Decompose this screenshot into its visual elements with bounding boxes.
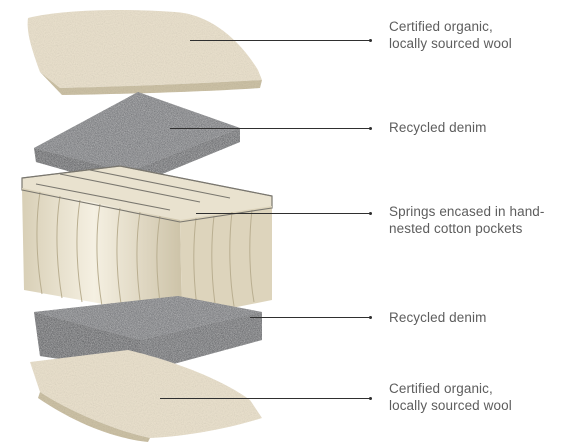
label-wool-bottom: Certified organic, locally sourced wool xyxy=(389,380,512,414)
leader-line-denim-top xyxy=(170,128,370,129)
leader-line-springs xyxy=(196,213,370,214)
leader-end-wool-bottom xyxy=(369,397,372,400)
spring-unit xyxy=(22,166,272,318)
leader-line-wool-bottom xyxy=(160,398,370,399)
leader-end-denim-top xyxy=(369,127,372,130)
label-denim-bottom: Recycled denim xyxy=(389,309,486,326)
leader-line-wool-top xyxy=(190,40,370,41)
leader-end-denim-bottom xyxy=(369,316,372,319)
leader-end-wool-top xyxy=(369,39,372,42)
label-springs: Springs encased in hand- nested cotton p… xyxy=(389,203,545,237)
wool-layer-bottom xyxy=(30,350,262,442)
leader-line-denim-bottom xyxy=(250,317,370,318)
leader-end-springs xyxy=(369,212,372,215)
label-denim-top: Recycled denim xyxy=(389,119,486,136)
wool-layer-top xyxy=(28,10,262,95)
label-wool-top: Certified organic, locally sourced wool xyxy=(389,18,512,52)
